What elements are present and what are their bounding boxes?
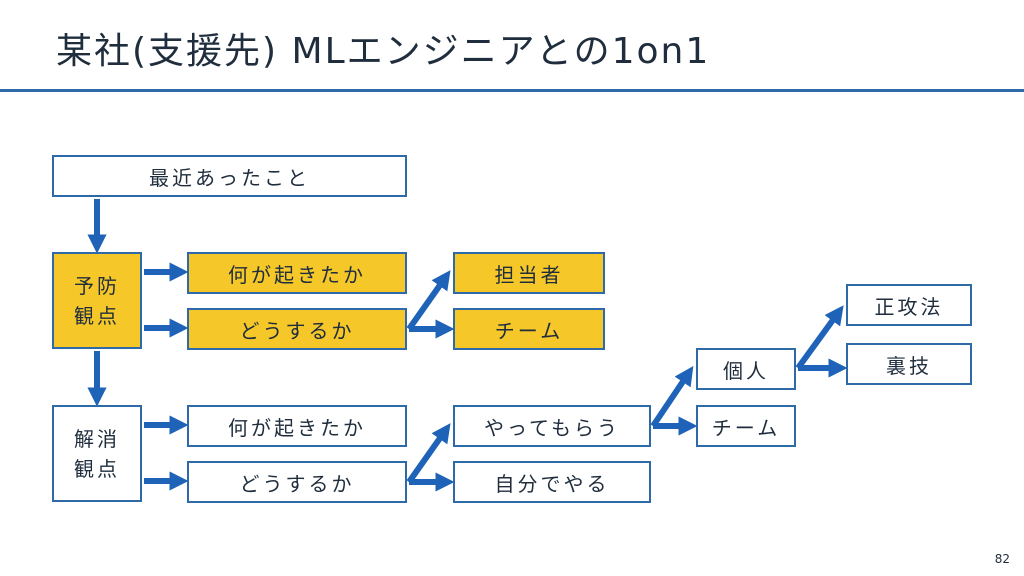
box-team-a: チーム [453, 308, 605, 350]
prevention-line1: 予防 [74, 273, 120, 298]
box-prev-what-happened: 何が起きたか [187, 252, 407, 294]
title-divider [0, 89, 1024, 92]
page-title: 某社(支援先) MLエンジニアとの1on1 [56, 31, 711, 72]
box-team-b: チーム [696, 405, 796, 447]
box-proper-approach: 正攻法 [846, 284, 972, 326]
box-owner: 担当者 [453, 252, 605, 294]
box-delegate: やってもらう [453, 405, 651, 447]
box-res-what-happened: 何が起きたか [187, 405, 407, 447]
resolution-line2: 観点 [74, 456, 120, 481]
arrow-reshow-to-delegate [406, 423, 451, 484]
arrow-prevhow-to-owner [406, 270, 451, 331]
box-individual: 個人 [696, 348, 796, 390]
page-number: 82 [994, 552, 1010, 566]
box-self-do: 自分でやる [453, 461, 651, 503]
box-res-how: どうするか [187, 461, 407, 503]
box-trick: 裏技 [846, 343, 972, 385]
prevention-line2: 観点 [74, 303, 120, 328]
box-recent: 最近あったこと [52, 155, 407, 197]
box-resolution-viewpoint: 解消 観点 [52, 405, 142, 502]
arrow-individual-to-proper [795, 305, 844, 370]
box-prev-how: どうするか [187, 308, 407, 350]
arrow-delegate-to-individual [650, 366, 694, 428]
resolution-line1: 解消 [74, 426, 120, 451]
